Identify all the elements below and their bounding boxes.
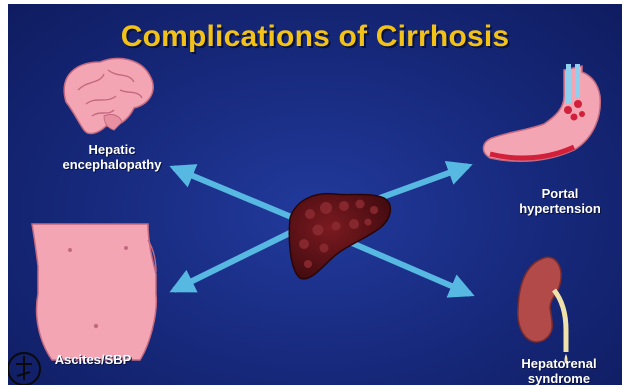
arrow-to-ascites-sbp [174, 224, 308, 290]
label-line: Hepatorenal [500, 356, 618, 371]
label-line: Portal [500, 186, 620, 201]
arrow-to-hepatic-encephalopathy [174, 168, 308, 224]
liver-icon [289, 194, 390, 279]
label-line: hypertension [500, 201, 620, 216]
abdomen-icon [32, 224, 156, 360]
label-ascites-sbp: Ascites/SBP [38, 352, 148, 367]
brain-icon [64, 58, 153, 133]
label-hepatic-encephalopathy: Hepatic encephalopathy [52, 142, 172, 172]
kidney-icon [518, 257, 568, 364]
label-line: syndrome [500, 371, 618, 385]
seal-icon [8, 353, 40, 385]
label-line: Hepatic [52, 142, 172, 157]
label-line: encephalopathy [52, 157, 172, 172]
stomach-esophagus-icon [483, 64, 600, 161]
label-portal-hypertension: Portal hypertension [500, 186, 620, 216]
label-hepatorenal-syndrome: Hepatorenal syndrome [500, 356, 618, 385]
slide: Complications of Cirrhosis [8, 4, 622, 385]
label-line: Ascites/SBP [38, 352, 148, 367]
